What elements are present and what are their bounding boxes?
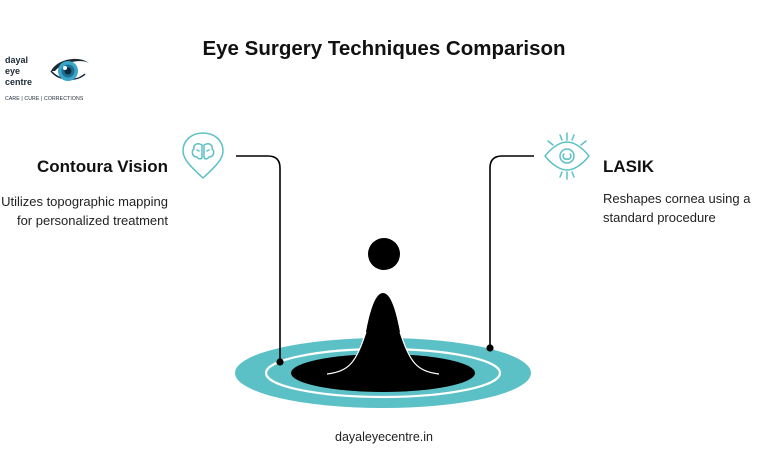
brand-name-line-3: centre (5, 77, 33, 87)
brain-location-pin-icon (182, 132, 224, 179)
page-title: Eye Surgery Techniques Comparison (202, 37, 566, 60)
contoura-vision-description: Utilizes topographic mapping for persona… (1, 194, 168, 228)
right-connector-dot (486, 344, 494, 352)
brand-name-line-2: eye (5, 66, 21, 76)
eye-logo-icon (50, 58, 89, 81)
brand-name-line-1: dayal (5, 55, 29, 65)
droplet (368, 238, 400, 270)
brand-name: dayal eye centre (5, 55, 49, 88)
left-connector-dot (276, 358, 284, 366)
eye-scan-icon (544, 132, 590, 180)
contoura-vision-heading: Contoura Vision (37, 157, 168, 176)
website-footer: dayaleyecentre.in (335, 430, 433, 444)
splash-bell (327, 293, 439, 374)
brand-logo: dayal eye centre CARE | CURE | CORRECTIO… (5, 54, 125, 108)
brand-tagline: CARE | CURE | CORRECTIONS (5, 96, 84, 102)
left-connector-line (236, 155, 281, 362)
lasik-description: Reshapes cornea using a standard procedu… (603, 191, 751, 225)
right-connector-line (489, 155, 534, 348)
lasik-heading: LASIK (603, 157, 654, 176)
